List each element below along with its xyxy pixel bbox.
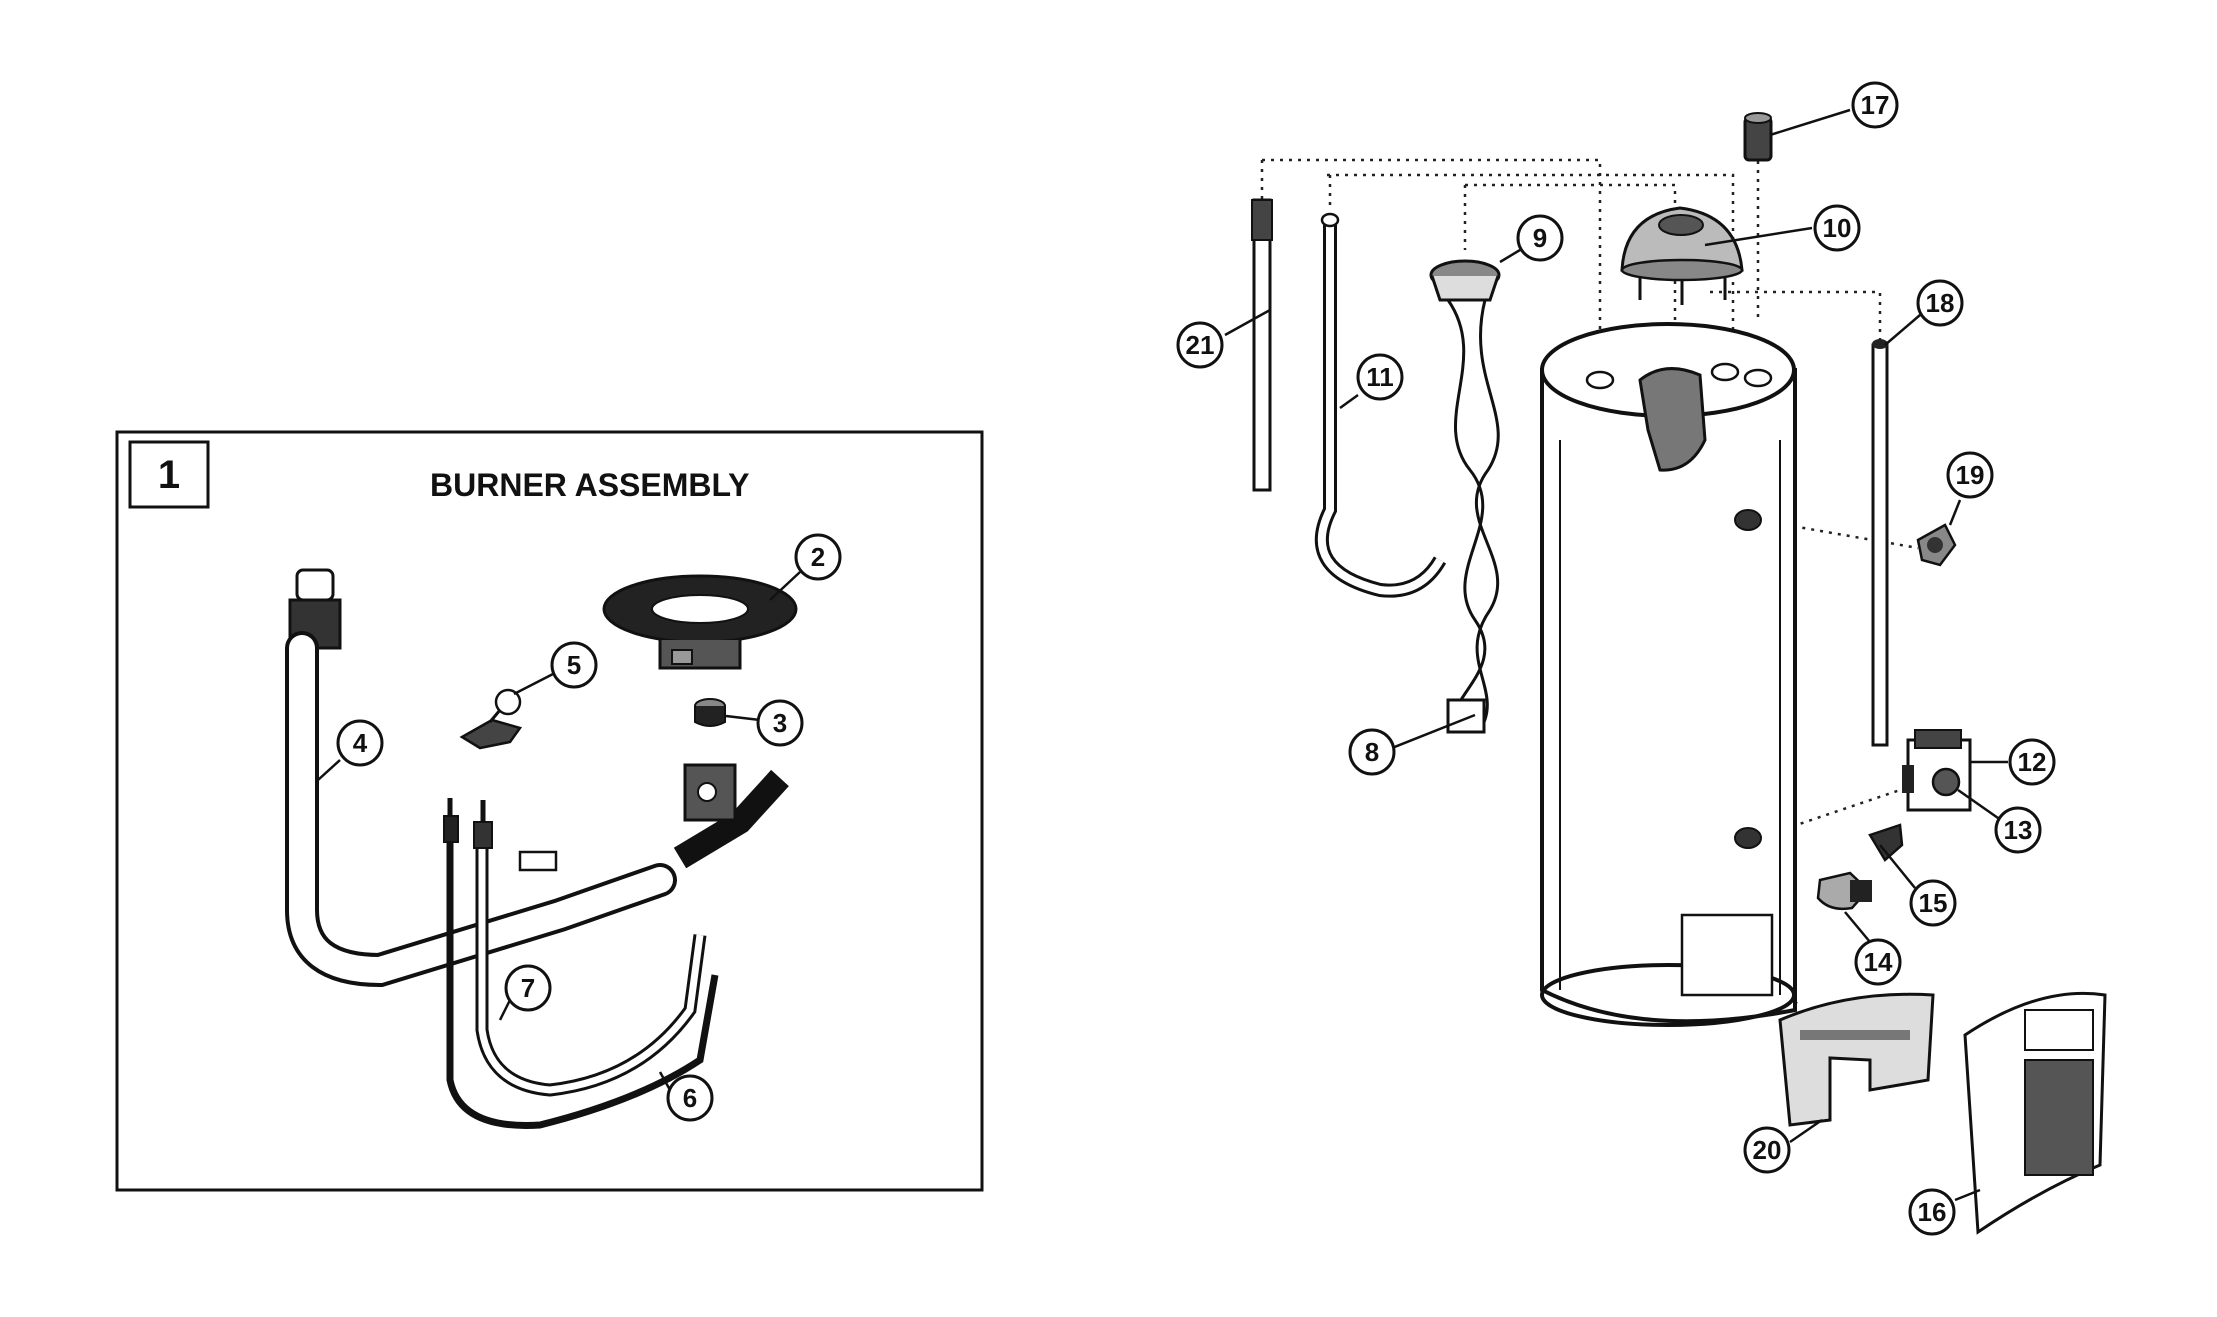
callout-14: 14 [1854, 938, 1902, 986]
thermocouple-part [443, 798, 719, 1129]
callout-16: 16 [1908, 1188, 1956, 1236]
callout-4: 4 [336, 719, 384, 767]
svg-text:13: 13 [2004, 815, 2033, 845]
callout-12: 12 [2008, 738, 2056, 786]
callout-19: 19 [1946, 451, 1994, 499]
burner-part [602, 574, 798, 670]
svg-text:10: 10 [1823, 213, 1852, 243]
draft-hood-part [1620, 206, 1744, 305]
callout-2: 2 [794, 533, 842, 581]
svg-text:6: 6 [683, 1083, 697, 1113]
callout-21: 21 [1176, 321, 1224, 369]
callout-10: 10 [1813, 204, 1861, 252]
callout-5: 5 [550, 641, 598, 689]
outer-door-part [1963, 991, 2107, 1235]
anode-rod-part [1871, 339, 1889, 747]
inset-title: BURNER ASSEMBLY [430, 467, 749, 503]
svg-text:3: 3 [773, 708, 787, 738]
callout-13: 13 [1994, 806, 2042, 854]
callout-20: 20 [1743, 1126, 1791, 1174]
svg-text:17: 17 [1861, 90, 1890, 120]
svg-text:18: 18 [1926, 288, 1955, 318]
tp-valve-part [1916, 523, 1957, 567]
callout-9: 9 [1516, 214, 1564, 262]
temperature-knob-part [1931, 767, 1961, 797]
anode-rod-alt-part [1251, 198, 1273, 492]
water-heater-main [1224, 108, 2107, 1235]
inset-frame [115, 430, 984, 1192]
callout-7: 7 [504, 964, 552, 1012]
svg-text:11: 11 [1366, 362, 1394, 392]
inset-number: 1 [158, 453, 180, 497]
flue-collar-part [1429, 259, 1501, 302]
callout-17: 17 [1851, 81, 1899, 129]
tank-body [1540, 322, 1797, 1027]
svg-text:5: 5 [567, 650, 581, 680]
drain-valve-part [1816, 871, 1872, 911]
pilot-tube-part [473, 800, 707, 1097]
baffle-part [1445, 298, 1500, 734]
svg-text:12: 12 [2018, 747, 2047, 777]
dip-tube-part [1314, 212, 1447, 598]
svg-text:2: 2 [811, 542, 825, 572]
orifice-part [694, 698, 726, 727]
inner-door-part [1778, 992, 1935, 1127]
callout-18: 18 [1916, 279, 1964, 327]
callout-6: 6 [666, 1074, 714, 1122]
svg-text:21: 21 [1186, 330, 1215, 360]
relief-fitting-part [1868, 823, 1904, 862]
inset-number-box [128, 440, 210, 509]
burner-assembly-inset: 1 BURNER ASSEMBLY [115, 430, 984, 1192]
callout-15: 15 [1909, 879, 1957, 927]
svg-text:14: 14 [1864, 947, 1893, 977]
svg-text:7: 7 [521, 973, 535, 1003]
svg-text:4: 4 [353, 728, 368, 758]
svg-text:9: 9 [1533, 223, 1547, 253]
manifold-tube-part [285, 568, 789, 988]
svg-text:20: 20 [1753, 1135, 1782, 1165]
callout-11: 11 [1356, 353, 1404, 401]
callout-3: 3 [756, 699, 804, 747]
svg-text:19: 19 [1956, 460, 1985, 490]
svg-text:8: 8 [1365, 737, 1379, 767]
svg-text:15: 15 [1919, 888, 1948, 918]
nipple-part [1743, 112, 1773, 162]
gas-valve-part [1902, 729, 1972, 812]
igniter-part [459, 688, 523, 750]
svg-text:16: 16 [1918, 1197, 1947, 1227]
callout-8: 8 [1348, 728, 1396, 776]
